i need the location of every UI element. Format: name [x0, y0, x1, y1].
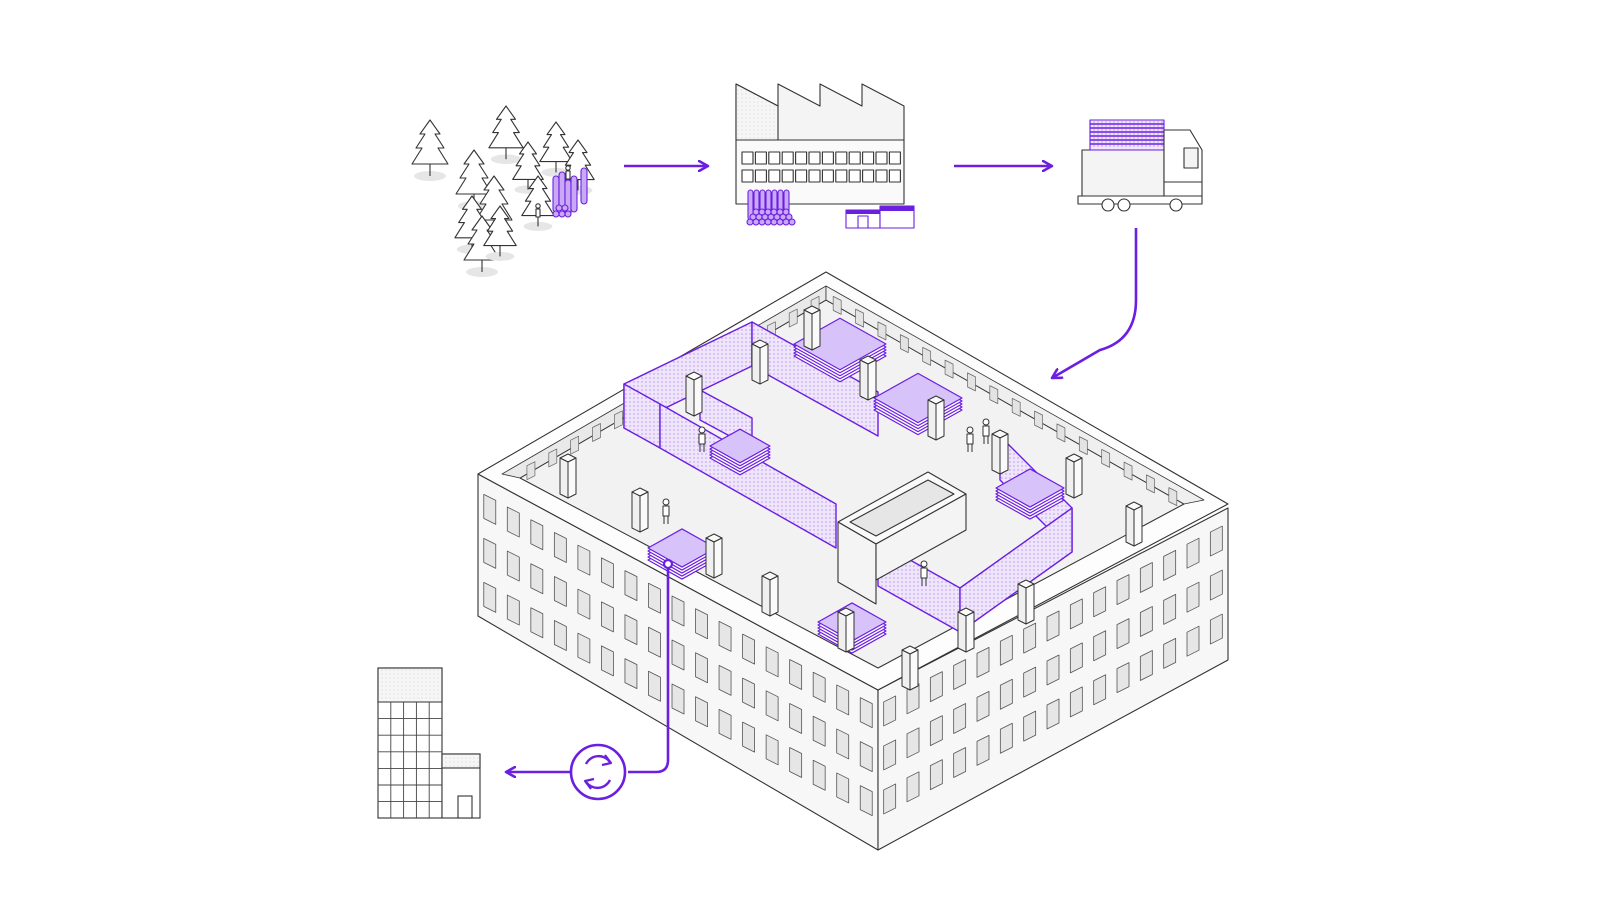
truck-icon [1077, 119, 1203, 212]
column-icon [991, 429, 1009, 475]
forest-icon [411, 105, 595, 277]
column-icon [751, 339, 769, 385]
person-icon [966, 426, 974, 452]
recycle-icon [569, 743, 627, 801]
person-icon [565, 165, 571, 180]
column-icon [901, 645, 919, 691]
column-icon [1125, 501, 1143, 547]
flow-line-floor-to-recycle [628, 568, 670, 774]
column-icon [1017, 579, 1035, 625]
column-icon [685, 371, 703, 417]
person-icon [982, 418, 990, 444]
person-icon [920, 560, 928, 586]
tree-icon [488, 105, 524, 164]
tree-icon [483, 205, 517, 261]
panel-stack-icon [995, 468, 1065, 520]
panel-stack-icon [709, 428, 771, 476]
column-icon [631, 487, 649, 533]
office-tower-icon [377, 667, 481, 819]
person-icon [535, 203, 541, 218]
column-icon [705, 533, 723, 579]
column-icon [559, 453, 577, 499]
column-icon [859, 355, 877, 401]
log-pile-icon [746, 189, 796, 226]
person-icon [698, 426, 706, 452]
log-bundle-icon [552, 167, 588, 218]
person-icon [662, 498, 670, 524]
tree-icon [463, 215, 501, 277]
floor-node [662, 558, 674, 570]
column-icon [837, 607, 855, 653]
column-icon [761, 571, 779, 617]
arrow-truck-to-floor [1052, 228, 1138, 378]
building-floor-icon [477, 271, 1229, 851]
column-icon [1065, 453, 1083, 499]
column-icon [957, 607, 975, 653]
factory-icon [735, 83, 915, 229]
column-icon [927, 395, 945, 441]
tree-icon [411, 119, 449, 181]
column-icon [803, 305, 821, 351]
